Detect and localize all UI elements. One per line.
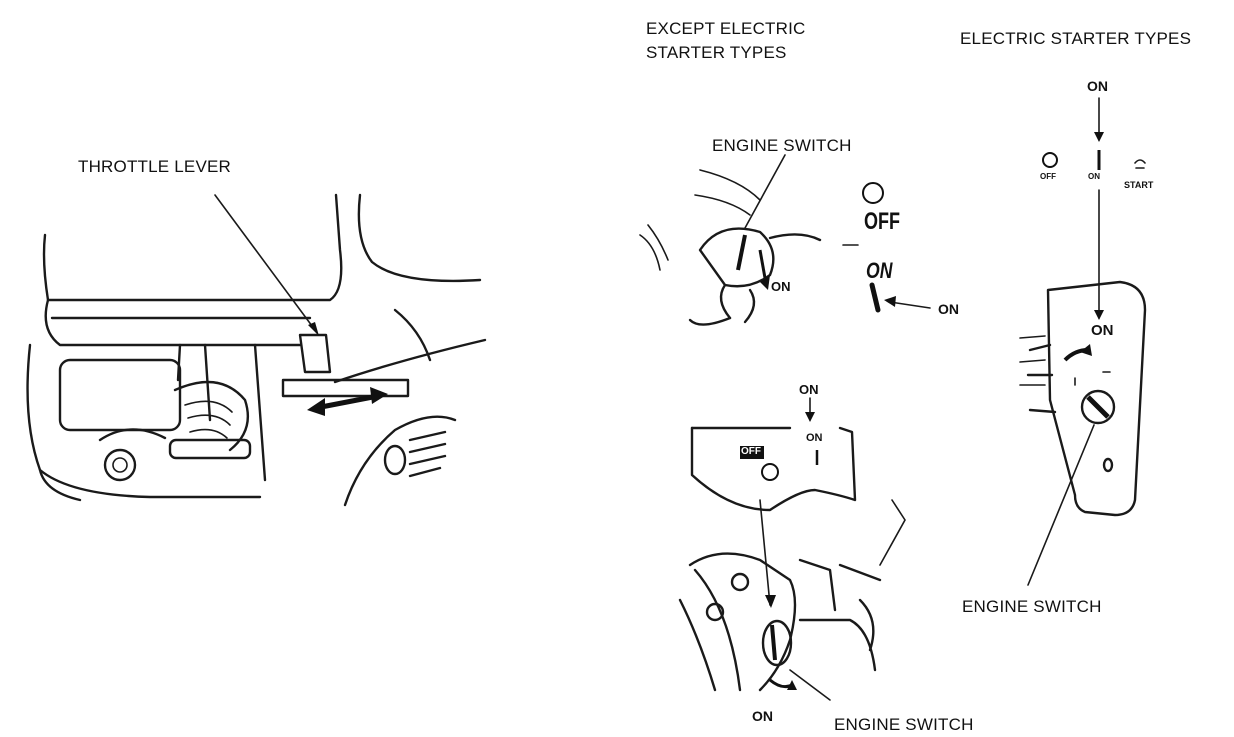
except-electric-label-line2: STARTER TYPES bbox=[646, 43, 787, 62]
off-mark-electric: OFF bbox=[1040, 172, 1056, 181]
off-mark-bottom: OFF bbox=[741, 446, 761, 457]
on-mark-electric-top: ON bbox=[1087, 78, 1108, 94]
engine-switch-bottom-illustration bbox=[678, 397, 906, 701]
engine-switch-label-right: ENGINE SWITCH bbox=[962, 597, 1102, 616]
engine-switch-label-top: ENGINE SWITCH bbox=[712, 136, 852, 155]
engine-switch-label-bottom: ENGINE SWITCH bbox=[834, 715, 974, 734]
on-mark-bottom-top: ON bbox=[799, 382, 819, 397]
start-mark-electric: START bbox=[1124, 180, 1154, 190]
engine-switch-top-illustration bbox=[639, 154, 931, 326]
on-mark-large: ON bbox=[866, 258, 893, 283]
on-mark-electric-panel: ON bbox=[1091, 322, 1114, 339]
electric-starter-illustration bbox=[1019, 97, 1147, 586]
on-mark-bottom: ON bbox=[752, 708, 773, 724]
except-electric-label-line1: EXCEPT ELECTRIC bbox=[646, 19, 806, 38]
throttle-lever-label: THROTTLE LEVER bbox=[78, 157, 231, 176]
on-mark-switch-top: ON bbox=[771, 279, 791, 294]
on-mark-electric-small: ON bbox=[1088, 172, 1100, 181]
electric-starter-label: ELECTRIC STARTER TYPES bbox=[960, 29, 1192, 48]
off-mark-large: OFF bbox=[864, 208, 900, 235]
on-mark-pointer: ON bbox=[938, 301, 959, 317]
engine-left-illustration bbox=[26, 193, 487, 507]
on-mark-bottom-small: ON bbox=[806, 432, 823, 444]
